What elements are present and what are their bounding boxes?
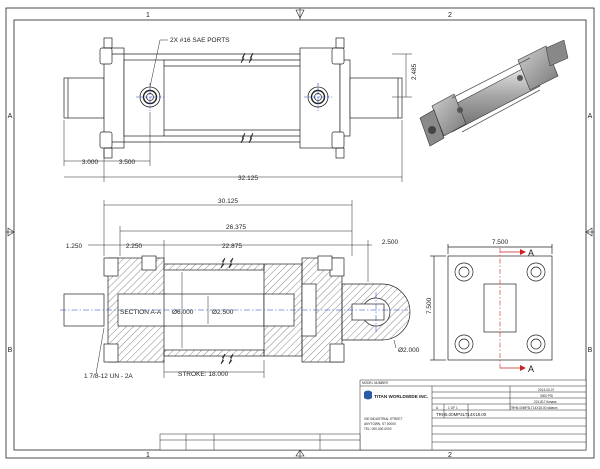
dim-end-width: 7.500 (492, 239, 509, 246)
company-logo: TITAN WORLDWIDE INC. (364, 390, 428, 400)
dim-left-offset: 1.250 (66, 243, 83, 250)
address-line-3: TEL: 000-000-0000 (364, 427, 392, 431)
pressure-value: 3000 PSI (540, 394, 553, 398)
weight-value: 221.817 lbmass (534, 400, 557, 404)
port-note-label: 2X #16 SAE PORTS (170, 37, 230, 44)
isometric-cylinder-render (419, 39, 569, 147)
dim-end-height: 7.500 (426, 297, 433, 314)
zone-top-2: 2 (448, 12, 452, 19)
company-name: TITAN WORLDWIDE INC. (374, 394, 428, 399)
section-letter-bottom: A (528, 364, 534, 374)
section-centerline (60, 292, 408, 332)
dim-section-d2: 22.875 (222, 243, 242, 250)
section-label: SECTION A-A (120, 309, 162, 316)
section-dimension-lines (88, 200, 397, 378)
dim-pin-diameter: Ø2.000 (398, 347, 420, 354)
dim-thread: 1 7/8-12 UN - 2A (84, 373, 133, 380)
dim-right-offset: 2.500 (382, 239, 399, 246)
dim-bore-diameter: Ø6.000 (172, 309, 194, 316)
sheet-value: 1 OF 1 (448, 406, 458, 410)
dim-port-height: 2.485 (411, 63, 418, 80)
end-view (430, 244, 553, 361)
dim-overall-length: 32.125 (238, 175, 258, 182)
center-mark-bottom (295, 449, 305, 457)
zone-right-a: A (588, 113, 593, 120)
dim-rod-diameter: Ø2.500 (212, 309, 234, 316)
model-number-label: MODEL NUMBER (362, 381, 389, 385)
date-value: 2013-03-07 (538, 388, 555, 392)
file-name: TRH6.00MP3LT14X18.00.sldasm (510, 406, 558, 410)
section-marker-a (499, 248, 526, 371)
dim-port-offset: 3.500 (119, 159, 136, 166)
part-number: TRH6.00MP3LT14X18.00 (436, 412, 487, 417)
center-mark-left (7, 227, 15, 237)
center-mark-top (295, 9, 305, 19)
dim-left-span: 2.250 (126, 243, 143, 250)
zone-top-1: 1 (146, 12, 150, 19)
top-view-dimension-lines (63, 39, 412, 182)
dim-section-d1: 26.375 (226, 224, 246, 231)
zone-left-a: A (8, 113, 13, 120)
title-block (159, 379, 587, 451)
address-line-2: ANYTOWN, ST 00000 (364, 422, 396, 426)
dim-section-overall: 30.125 (218, 198, 238, 205)
top-view (63, 37, 403, 159)
zone-bottom-1: 1 (146, 452, 150, 459)
zone-bottom-2: 2 (448, 452, 452, 459)
center-mark-right (585, 227, 593, 237)
zone-right-b: B (588, 347, 593, 354)
zone-left-b: B (8, 347, 13, 354)
dim-stroke: STROKE: 18.000 (178, 371, 229, 378)
address-line-1: 000 INDUSTRIAL STREET (364, 417, 403, 421)
dim-rod-extension: 3.000 (82, 159, 99, 166)
size-value: A (436, 406, 439, 410)
section-letter-top: A (528, 248, 534, 258)
port-right (304, 83, 332, 111)
